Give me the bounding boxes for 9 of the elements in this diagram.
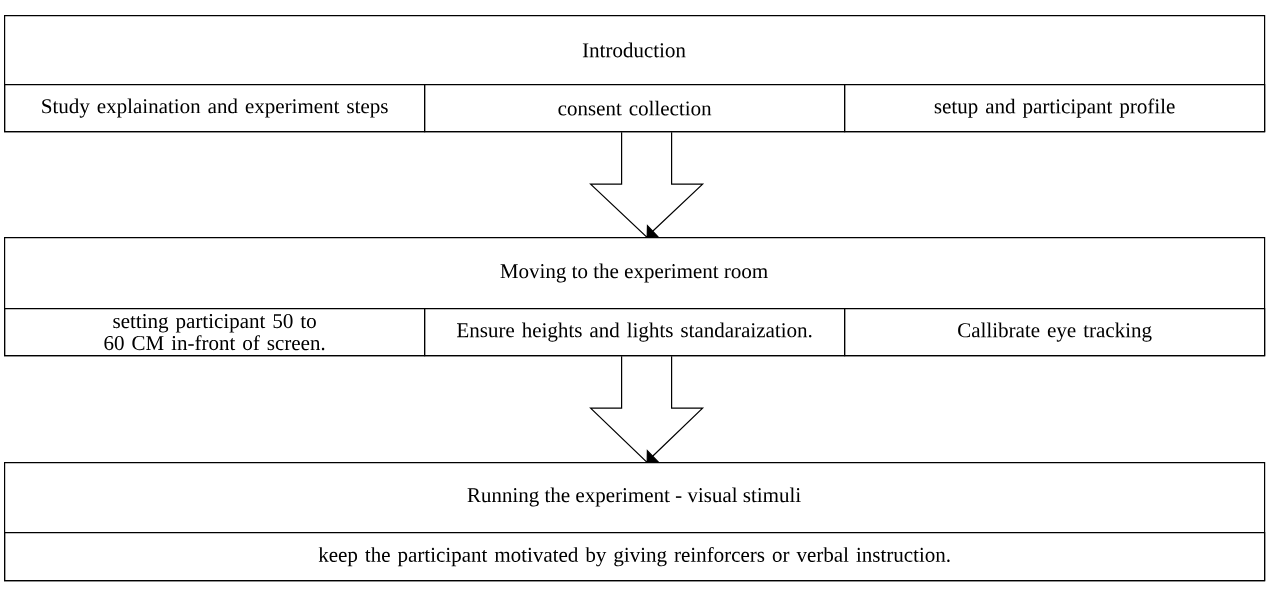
step-cell: keep the participant motivated by giving reinforcers or verbal instruction. bbox=[4, 532, 1266, 582]
step-cell: Callibrate eye tracking bbox=[844, 308, 1266, 357]
step-cell: consent collection bbox=[424, 84, 846, 133]
step-cell: Study explaination and experiment steps bbox=[4, 84, 426, 133]
step-cell: setting participant 50 to 60 CM in-front of screen. bbox=[4, 308, 426, 357]
step-cell: setup and participant profile bbox=[844, 84, 1266, 133]
step-cell: Ensure heights and lights standaraization. bbox=[424, 308, 846, 357]
block-arrow bbox=[589, 355, 705, 463]
block-arrow bbox=[589, 131, 705, 238]
